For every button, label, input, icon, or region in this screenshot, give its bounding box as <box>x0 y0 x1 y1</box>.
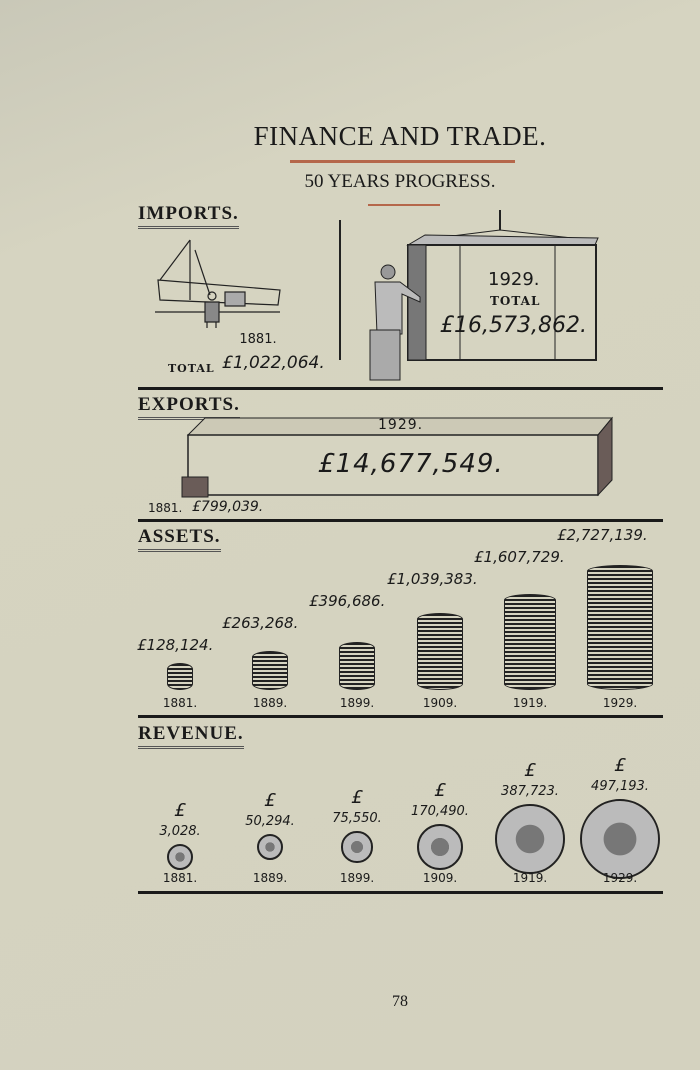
exports-value-1881: £799,039. <box>192 499 264 515</box>
revenue-heading: REVENUE. <box>138 723 244 749</box>
imports-1929-crate-illustration <box>339 210 599 381</box>
assets-year-label: 1909. <box>422 696 458 710</box>
revenue-coin <box>341 831 373 863</box>
revenue-year-label: 1909. <box>422 871 458 885</box>
revenue-coin <box>580 799 660 879</box>
assets-coin-stack <box>417 612 463 690</box>
revenue-value-label: 50,294. <box>245 814 295 829</box>
page-title: FINANCE AND TRADE. <box>253 121 547 151</box>
imports-total-label-1929: TOTAL <box>490 294 541 308</box>
assets-value-label: £396,686. <box>309 591 386 610</box>
pound-sign: £ <box>264 790 276 811</box>
pound-sign: £ <box>174 800 186 821</box>
revenue-value-label: 75,550. <box>332 811 382 827</box>
exports-value-1929: £14,677,549. <box>318 449 504 479</box>
assets-value-label: £128,124. <box>137 635 214 654</box>
exports-bars <box>181 416 614 498</box>
assets-year-label: 1889. <box>252 696 288 710</box>
revenue-value-label: 170,490. <box>411 803 469 819</box>
imports-divider <box>138 387 663 390</box>
revenue-coin <box>257 834 283 860</box>
assets-year-label: 1881. <box>162 696 198 710</box>
pound-sign: £ <box>524 759 536 781</box>
exports-divider <box>138 519 663 522</box>
assets-year-label: 1919. <box>512 696 548 710</box>
page-subtitle: 50 YEARS PROGRESS. <box>304 171 496 192</box>
revenue-value-label: 387,723. <box>501 783 559 799</box>
revenue-year-label: 1919. <box>512 871 548 885</box>
revenue-coin <box>167 844 193 870</box>
assets-value-label: £263,268. <box>222 613 299 632</box>
assets-value-label: £1,607,729. <box>474 547 565 566</box>
revenue-year-label: 1881. <box>162 871 198 885</box>
revenue-coin <box>416 823 464 871</box>
title-rule <box>290 160 515 163</box>
exports-label-1881: 1881. <box>148 501 183 515</box>
revenue-coin <box>494 803 566 875</box>
pound-sign: £ <box>351 787 363 809</box>
imports-year-1929: 1929. <box>488 269 540 290</box>
imports-1881-illustration <box>155 239 281 328</box>
revenue-value-label: 497,193. <box>591 779 649 794</box>
pound-sign: £ <box>434 779 446 801</box>
imports-heading: IMPORTS. <box>138 203 239 229</box>
assets-coin-stack <box>167 662 193 690</box>
imports-total-label-1881: TOTAL <box>168 362 215 375</box>
revenue-year-label: 1929. <box>602 871 638 885</box>
assets-coin-stack <box>339 642 375 690</box>
imports-value-1929: £16,573,862. <box>440 313 587 338</box>
revenue-year-label: 1889. <box>252 871 288 885</box>
assets-coin-stack <box>504 594 556 690</box>
assets-value-label: £2,727,139. <box>557 525 648 544</box>
subtitle-rule <box>368 204 440 206</box>
pound-sign: £ <box>614 755 626 776</box>
exports-bar-1929 <box>187 434 599 496</box>
revenue-divider <box>138 891 663 894</box>
exports-bar-1881 <box>181 476 209 498</box>
revenue-value-label: 3,028. <box>159 824 201 839</box>
imports-value-1881: £1,022,064. <box>222 353 325 373</box>
exports-year-1929: 1929. <box>378 417 424 433</box>
exports-heading: EXPORTS. <box>138 394 240 420</box>
imports-year-1881: 1881. <box>239 332 277 347</box>
assets-year-label: 1929. <box>602 696 638 710</box>
page-number: 78 <box>392 993 408 1010</box>
revenue-year-label: 1899. <box>339 871 375 885</box>
assets-coin-stack <box>587 565 653 690</box>
assets-divider <box>138 715 663 718</box>
assets-year-label: 1899. <box>339 696 375 710</box>
assets-heading: ASSETS. <box>138 526 221 552</box>
assets-value-label: £1,039,383. <box>387 569 478 588</box>
assets-coin-stack <box>252 651 288 690</box>
